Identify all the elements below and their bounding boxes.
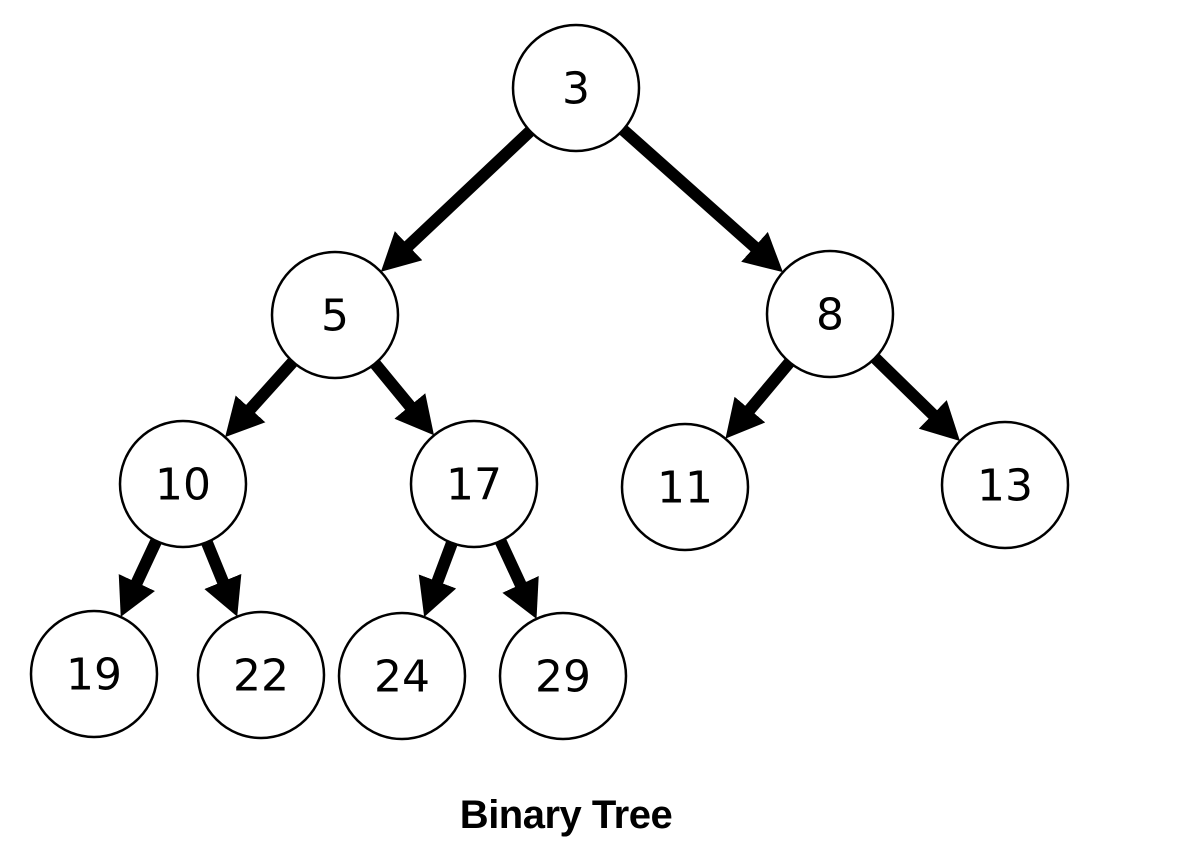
tree-edge-5-17	[369, 358, 434, 436]
tree-edge-17-24	[418, 538, 459, 618]
tree-node-circle	[270, 250, 400, 380]
tree-edge-17-29	[494, 536, 539, 619]
tree-node-3: 3	[511, 23, 641, 153]
tree-node-circle	[620, 422, 750, 552]
tree-node-circle	[118, 419, 248, 549]
tree-edge-8-11	[725, 356, 796, 439]
tree-node-5: 5	[270, 250, 400, 380]
tree-node-circle	[940, 420, 1070, 550]
tree-node-24: 24	[337, 611, 467, 741]
tree-node-value: 8	[816, 289, 844, 340]
tree-node-circle	[409, 419, 539, 549]
tree-node-value: 3	[562, 63, 590, 114]
tree-edge-8-13	[869, 352, 960, 441]
tree-node-value: 13	[977, 460, 1033, 511]
tree-node-circle	[498, 611, 628, 741]
tree-node-circle	[765, 249, 895, 379]
tree-node-circle	[337, 611, 467, 741]
tree-edge-3-8	[617, 124, 783, 273]
tree-node-10: 10	[118, 419, 248, 549]
tree-edge-10-19	[118, 536, 163, 617]
tree-edge-3-5	[380, 125, 536, 272]
tree-node-value: 29	[535, 651, 591, 702]
tree-node-29: 29	[498, 611, 628, 741]
tree-node-value: 22	[233, 650, 289, 701]
tree-node-11: 11	[620, 422, 750, 552]
tree-node-value: 5	[321, 290, 349, 341]
tree-node-22: 22	[196, 610, 326, 740]
tree-node-8: 8	[765, 249, 895, 379]
tree-edge-10-22	[200, 538, 242, 617]
tree-node-circle	[196, 610, 326, 740]
tree-node-17: 17	[409, 419, 539, 549]
tree-node-13: 13	[940, 420, 1070, 550]
tree-node-value: 17	[446, 459, 502, 510]
tree-node-value: 10	[155, 459, 211, 510]
tree-node-value: 19	[66, 649, 122, 700]
tree-edge-5-10	[225, 356, 299, 438]
diagram-title: Binary Tree	[459, 793, 673, 837]
tree-node-19: 19	[29, 609, 159, 739]
tree-node-circle	[511, 23, 641, 153]
tree-node-value: 24	[374, 651, 430, 702]
tree-node-circle	[29, 609, 159, 739]
tree-node-value: 11	[657, 462, 713, 513]
